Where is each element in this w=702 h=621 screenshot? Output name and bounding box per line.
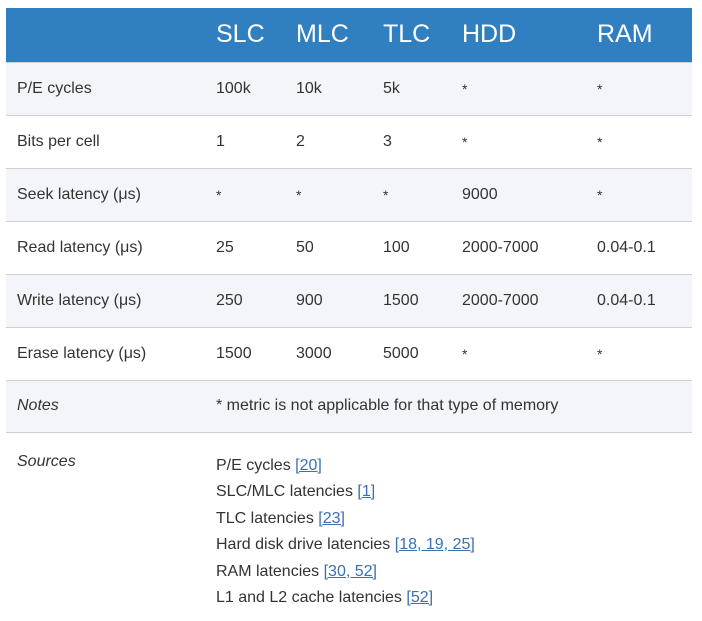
cell-mlc: 3000 bbox=[296, 344, 332, 362]
table-row: Bits per cell 1 2 3 * * bbox=[6, 115, 692, 168]
source-text: TLC latencies bbox=[216, 509, 314, 527]
cell-ram: * bbox=[597, 345, 603, 362]
sources-list: P/E cycles [20] SLC/MLC latencies [1] TL… bbox=[216, 432, 692, 612]
cell-ram: * bbox=[597, 133, 603, 150]
row-label: Erase latency (μs) bbox=[17, 344, 147, 362]
cell-mlc: 900 bbox=[296, 291, 323, 309]
cell-mlc: * bbox=[296, 186, 302, 203]
cell-hdd: 9000 bbox=[462, 185, 498, 203]
row-label: Read latency (μs) bbox=[17, 238, 143, 256]
cell-slc: * bbox=[216, 186, 222, 203]
source-ref-link[interactable]: [52] bbox=[406, 589, 434, 606]
cell-ram: * bbox=[597, 186, 603, 203]
notes-label: Notes bbox=[17, 397, 59, 414]
table-row: Seek latency (μs) * * * 9000 * bbox=[6, 168, 692, 221]
cell-ram: * bbox=[597, 80, 603, 97]
source-item: RAM latencies [30, 52] bbox=[216, 559, 692, 586]
source-item: TLC latencies [23] bbox=[216, 506, 692, 533]
header-mlc: MLC bbox=[296, 20, 349, 49]
cell-tlc: 5k bbox=[383, 79, 400, 97]
row-label: Seek latency (μs) bbox=[17, 185, 141, 203]
cell-hdd: * bbox=[462, 80, 468, 97]
cell-slc: 250 bbox=[216, 291, 243, 309]
source-ref-link[interactable]: [30, 52] bbox=[323, 562, 377, 580]
cell-tlc: * bbox=[383, 186, 389, 203]
cell-tlc: 1500 bbox=[383, 291, 419, 309]
table-row: Read latency (μs) 25 50 100 2000-7000 0.… bbox=[6, 221, 692, 274]
source-text: L1 and L2 cache latencies bbox=[216, 589, 402, 606]
source-item: Hard disk drive latencies [18, 19, 25] bbox=[216, 532, 692, 559]
cell-hdd: 2000-7000 bbox=[462, 291, 539, 309]
source-ref-link[interactable]: [18, 19, 25] bbox=[394, 536, 475, 553]
source-text: SLC/MLC latencies bbox=[216, 483, 353, 500]
row-label: P/E cycles bbox=[17, 79, 92, 97]
cell-slc: 1500 bbox=[216, 344, 252, 362]
notes-row: Notes * metric is not applicable for tha… bbox=[6, 380, 692, 432]
source-ref-link[interactable]: [1] bbox=[357, 483, 376, 500]
source-ref-link[interactable]: [23] bbox=[318, 509, 345, 527]
cell-tlc: 3 bbox=[383, 132, 392, 150]
cell-ram: 0.04-0.1 bbox=[597, 238, 656, 256]
cell-tlc: 5000 bbox=[383, 344, 419, 362]
cell-hdd: * bbox=[462, 345, 468, 362]
header-ram: RAM bbox=[597, 20, 653, 49]
notes-text: * metric is not applicable for that type… bbox=[216, 397, 559, 414]
table-row: Write latency (μs) 250 900 1500 2000-700… bbox=[6, 274, 692, 327]
cell-hdd: * bbox=[462, 133, 468, 150]
cell-slc: 1 bbox=[216, 132, 225, 150]
cell-hdd: 2000-7000 bbox=[462, 238, 539, 256]
cell-mlc: 10k bbox=[296, 79, 322, 97]
cell-slc: 25 bbox=[216, 238, 234, 256]
header-slc: SLC bbox=[216, 20, 265, 49]
row-label: Bits per cell bbox=[17, 132, 100, 150]
sources-row: Sources P/E cycles [20] SLC/MLC latencie… bbox=[6, 432, 692, 612]
sources-label: Sources bbox=[17, 452, 76, 470]
header-hdd: HDD bbox=[462, 20, 517, 49]
table-row: P/E cycles 100k 10k 5k * * bbox=[6, 62, 692, 115]
header-tlc: TLC bbox=[383, 20, 431, 49]
source-text: Hard disk drive latencies bbox=[216, 536, 391, 553]
source-ref-link[interactable]: [20] bbox=[295, 456, 322, 474]
row-label: Write latency (μs) bbox=[17, 291, 142, 309]
source-item: L1 and L2 cache latencies [52] bbox=[216, 585, 692, 612]
cell-mlc: 2 bbox=[296, 132, 305, 150]
source-item: SLC/MLC latencies [1] bbox=[216, 479, 692, 506]
memory-comparison-table: SLC MLC TLC HDD RAM P/E cycles 100k 10k … bbox=[6, 8, 692, 612]
table-row: Erase latency (μs) 1500 3000 5000 * * bbox=[6, 327, 692, 380]
comparison-table-container: SLC MLC TLC HDD RAM P/E cycles 100k 10k … bbox=[6, 8, 692, 612]
source-text: RAM latencies bbox=[216, 562, 320, 580]
table-header-row: SLC MLC TLC HDD RAM bbox=[6, 8, 692, 62]
source-item: P/E cycles [20] bbox=[216, 453, 692, 480]
cell-slc: 100k bbox=[216, 79, 251, 97]
cell-tlc: 100 bbox=[383, 238, 410, 256]
source-text: P/E cycles bbox=[216, 456, 291, 474]
cell-ram: 0.04-0.1 bbox=[597, 291, 656, 309]
header-corner bbox=[6, 8, 216, 62]
cell-mlc: 50 bbox=[296, 238, 314, 256]
